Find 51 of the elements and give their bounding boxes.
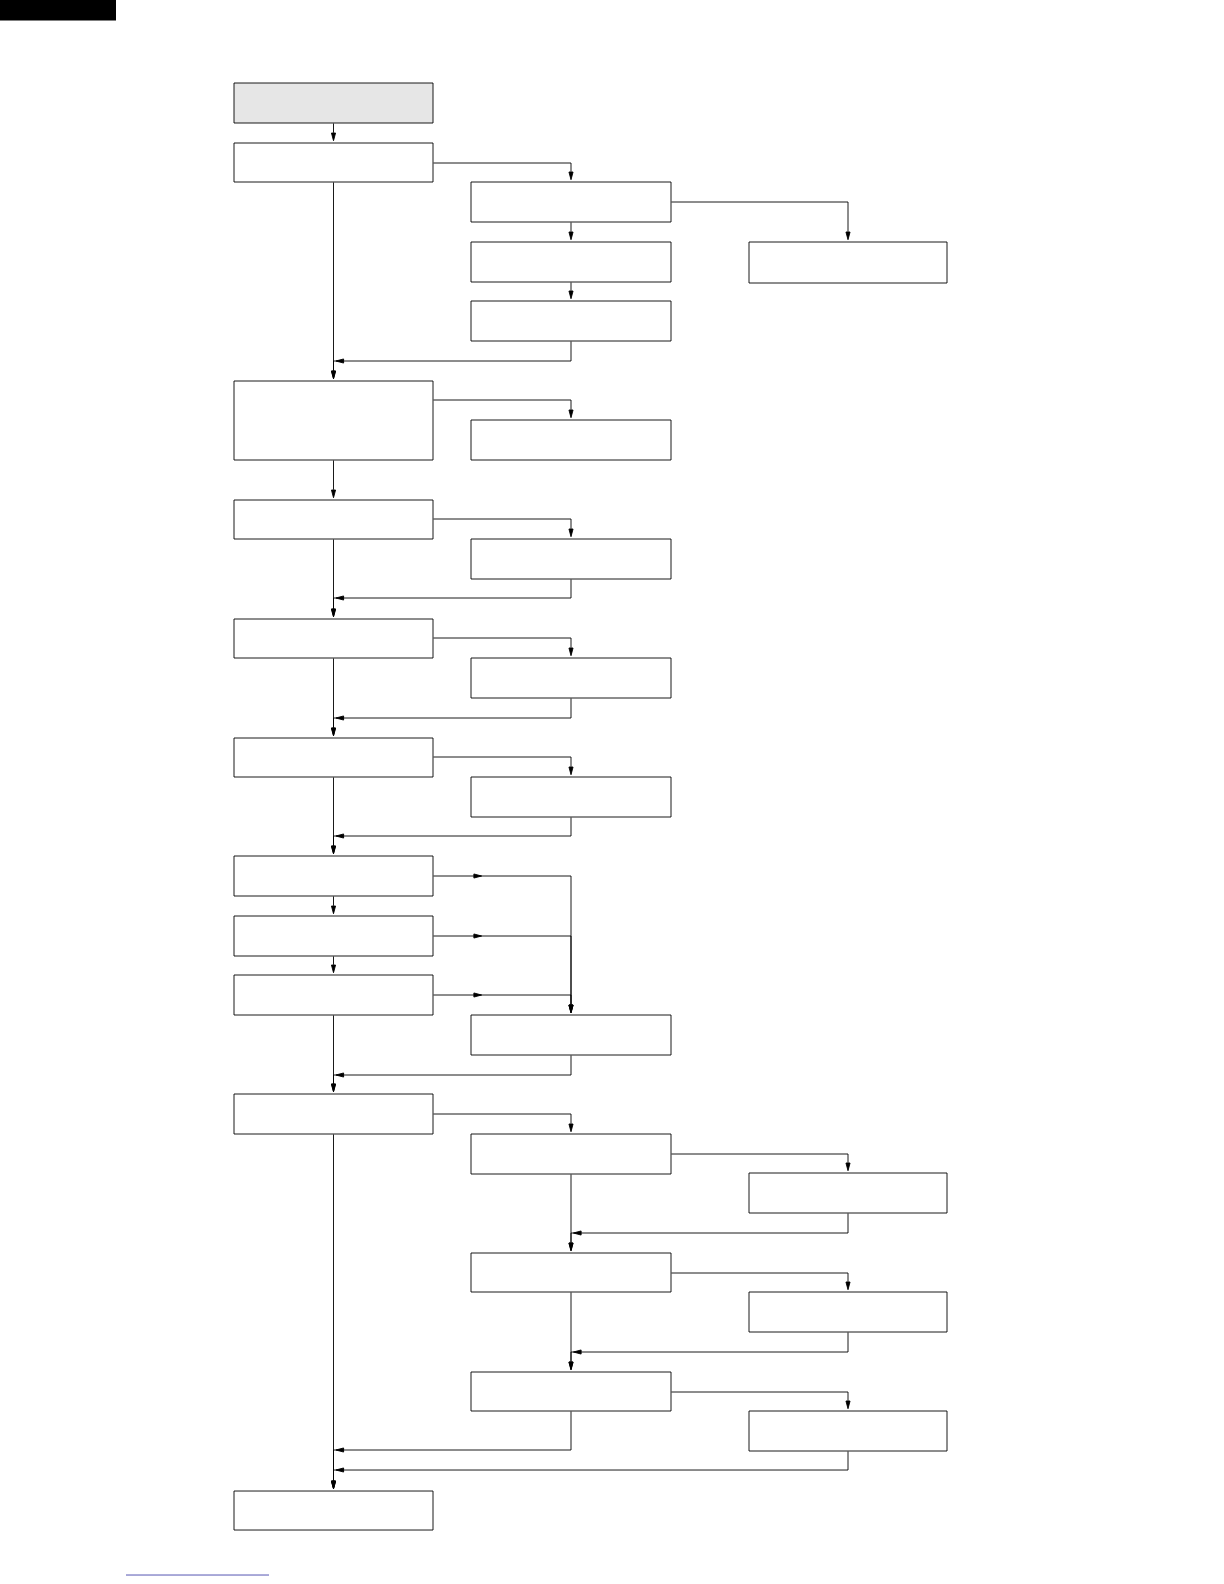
- arrow: [331, 123, 336, 142]
- process-box: [233, 737, 434, 778]
- arrow: [671, 1272, 851, 1291]
- arrow: [433, 756, 574, 776]
- process-box: [470, 300, 672, 342]
- arrow: [671, 1153, 851, 1172]
- arrow: [568, 222, 574, 241]
- process-box: [233, 380, 434, 461]
- arrow: [671, 1391, 851, 1410]
- arrow: [331, 698, 572, 737]
- process-box: [233, 855, 434, 897]
- arrow: [568, 1213, 849, 1252]
- arrow: [433, 162, 574, 181]
- arrow: [331, 817, 572, 855]
- process-box: [748, 1410, 948, 1452]
- process-box: [233, 1093, 434, 1135]
- arrow: [331, 956, 336, 974]
- process-box: [470, 1252, 672, 1293]
- process-box: [233, 82, 434, 124]
- process-box: [233, 142, 434, 183]
- process-box: [233, 915, 434, 957]
- arrow: [433, 399, 574, 419]
- process-box: [233, 618, 434, 659]
- process-box: [233, 1490, 434, 1531]
- arrow: [568, 1332, 849, 1371]
- process-box: [233, 499, 434, 540]
- process-box: [470, 1371, 672, 1412]
- process-box: [470, 1014, 672, 1056]
- arrow: [331, 341, 572, 380]
- arrow: [331, 896, 336, 915]
- process-box: [470, 657, 672, 699]
- process-box: [470, 538, 672, 580]
- arrow: [433, 992, 574, 1014]
- arrow: [331, 1451, 849, 1490]
- process-box: [233, 974, 434, 1016]
- process-box: [470, 181, 672, 223]
- process-box: [470, 419, 672, 461]
- arrow: [433, 1113, 574, 1133]
- process-box: [748, 1172, 948, 1214]
- arrow: [433, 518, 574, 538]
- arrow: [331, 579, 572, 618]
- arrow: [331, 460, 336, 499]
- process-box: [470, 241, 672, 283]
- process-box: [470, 776, 672, 818]
- arrow: [331, 1055, 572, 1093]
- process-box: [470, 1133, 672, 1175]
- arrow: [671, 201, 851, 241]
- process-box: [748, 241, 948, 284]
- process-box: [748, 1291, 948, 1333]
- arrow: [433, 637, 574, 657]
- arrow: [568, 282, 574, 300]
